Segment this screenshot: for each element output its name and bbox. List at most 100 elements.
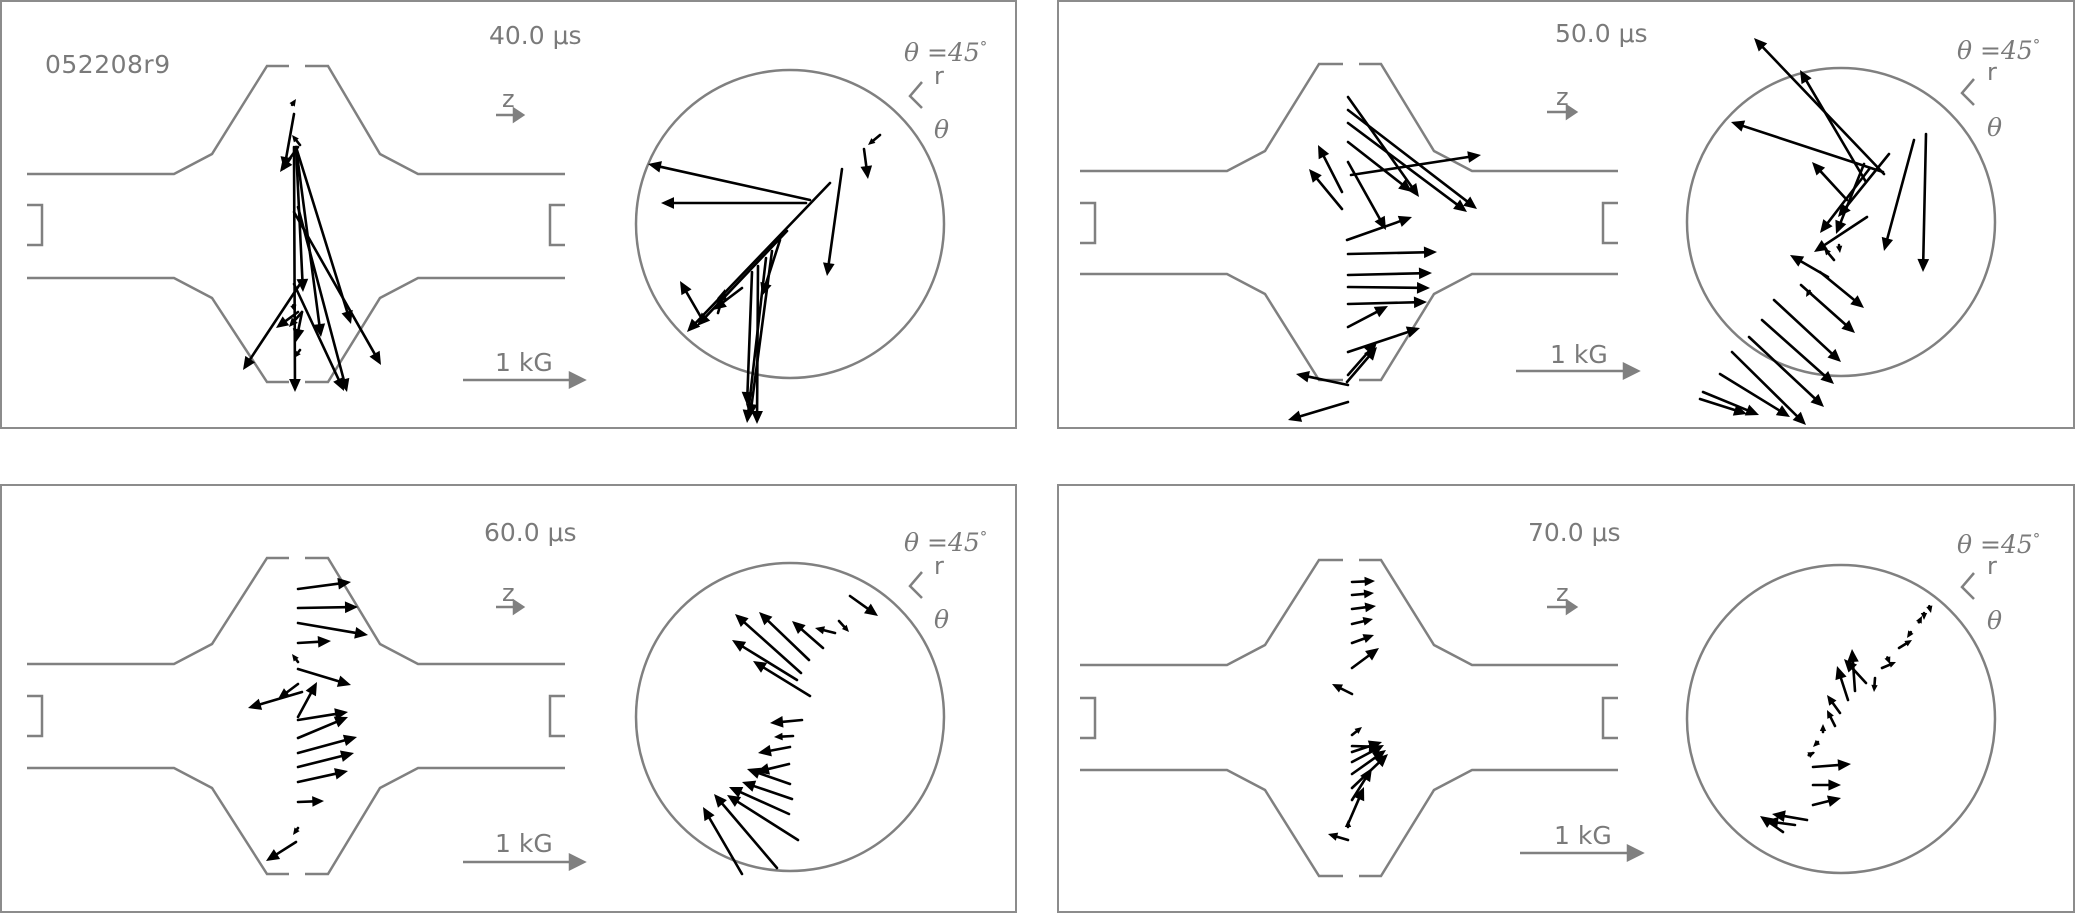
side-field-arrow (266, 842, 296, 861)
side-field-arrow (293, 827, 300, 835)
cross-section-field-arrow (850, 596, 878, 616)
side-field-arrow (1348, 306, 1388, 327)
circle-vectors (1760, 605, 1932, 832)
cross-section-field-arrow (680, 281, 702, 319)
cross-section-field-arrow (1899, 640, 1912, 648)
side-field-arrow (1352, 617, 1373, 626)
circle-vectors (703, 596, 878, 874)
side-field-arrow (298, 601, 358, 613)
side-field-arrow (1352, 602, 1376, 612)
cross-section-field-arrow (792, 621, 823, 648)
cross-section-field-arrow (1749, 337, 1824, 407)
cross-section-field-arrow (1720, 374, 1790, 417)
cross-section-field-arrow (1871, 678, 1877, 692)
side-field-arrow (1352, 634, 1374, 643)
panel-50us: 50.0 μs z 1 kG θ =45° r θ (1057, 0, 2075, 429)
side-field-arrow (243, 284, 300, 370)
side-field-arrow (1348, 327, 1420, 352)
side-vectors (1328, 577, 1388, 841)
diagram-svg (1059, 2, 2075, 431)
cross-section-field-arrow (1926, 605, 1932, 613)
cross-section-field-arrow (1813, 740, 1820, 747)
side-field-arrow (298, 735, 357, 753)
panel-60us: 60.0 μs z 1 kG θ =45° r θ (0, 484, 1017, 913)
side-field-arrow (294, 212, 381, 365)
side-field-arrow (294, 284, 344, 391)
cross-section-field-arrow (1907, 630, 1914, 638)
device-outline (27, 66, 944, 382)
cross-section-field-arrow (661, 197, 806, 209)
cross-section-field-arrow (1827, 695, 1840, 713)
cross-section-field-arrow (1762, 320, 1834, 384)
side-field-arrow (1348, 246, 1437, 258)
panel-40us: 052208r9 40.0 μs z 1 kG θ =45° r θ (0, 0, 1017, 429)
side-field-arrow (298, 682, 317, 717)
cross-section-field-arrow (1917, 134, 1929, 272)
cross-section-field-arrow (758, 745, 790, 756)
cross-section-field-arrow (770, 716, 802, 728)
cross-section-field-arrow (759, 612, 809, 660)
side-field-arrow (1348, 282, 1430, 294)
side-field-arrow (289, 99, 296, 107)
side-field-arrow (298, 768, 348, 782)
side-field-arrow (1352, 577, 1375, 586)
side-vectors (248, 578, 368, 861)
panel-70us: 70.0 μs z 1 kG θ =45° r θ (1057, 484, 2075, 913)
cross-section-field-arrow (1813, 779, 1841, 790)
diagram-svg (1059, 486, 2075, 915)
cross-section-field-arrow (1835, 666, 1848, 700)
cross-section-field-arrow (1916, 616, 1922, 624)
diagram-svg (2, 2, 1019, 431)
cross-section-field-arrow (1827, 710, 1835, 726)
side-field-arrow (1328, 833, 1348, 841)
axis-glyphs (463, 572, 922, 869)
side-field-arrow (1352, 589, 1374, 598)
side-field-arrow (298, 578, 351, 590)
cross-section-field-arrow (868, 135, 880, 145)
side-field-arrow (1347, 347, 1377, 382)
cross-section-field-arrow (1807, 752, 1815, 758)
cross-section-field-arrow (1801, 285, 1855, 333)
side-field-arrow (1332, 684, 1352, 694)
cross-section-field-arrow (1731, 121, 1883, 172)
device-outline (1080, 560, 1995, 876)
cross-section-field-arrow (1813, 795, 1841, 806)
axis-glyphs (1516, 79, 1974, 378)
cross-section-field-arrow (1754, 38, 1884, 174)
side-field-arrow (1352, 648, 1379, 668)
cross-section-field-arrow (823, 169, 842, 276)
side-field-arrow (298, 796, 324, 807)
side-field-arrow (1296, 371, 1348, 385)
cross-section-field-arrow (1800, 70, 1866, 182)
cross-section-field-arrow (1812, 162, 1847, 200)
cross-section-field-arrow (1774, 300, 1841, 362)
side-field-arrow (298, 623, 368, 639)
cross-section-field-arrow (839, 621, 849, 632)
axis-glyphs (1520, 573, 1974, 860)
side-vectors (243, 99, 381, 392)
side-field-arrow (292, 654, 299, 662)
axis-glyphs (463, 82, 922, 387)
cross-section-field-arrow (1835, 164, 1864, 234)
circle-vectors (648, 135, 880, 424)
cross-section-field-arrow (697, 231, 787, 326)
cross-section-field-arrow (648, 161, 810, 200)
cross-section-field-arrow (1813, 759, 1851, 771)
cross-section-field-arrow (1820, 272, 1864, 308)
side-field-arrow (1352, 727, 1362, 735)
side-field-arrow (292, 135, 300, 145)
side-field-arrow (298, 669, 351, 687)
cross-section-field-arrow (860, 149, 872, 179)
diagram-svg (2, 486, 1019, 915)
cross-section-field-arrow (815, 626, 835, 634)
side-field-arrow (1288, 402, 1348, 422)
side-field-arrow (298, 636, 331, 648)
cross-section-field-arrow (1882, 662, 1896, 668)
side-field-arrow (248, 692, 302, 710)
cross-section-field-arrow (1824, 248, 1834, 260)
cross-section-field-arrow (774, 733, 793, 741)
cross-section-field-arrow (703, 807, 742, 874)
cross-section-field-arrow (753, 661, 810, 696)
device-outline (27, 558, 944, 874)
side-field-arrow (1309, 169, 1342, 209)
